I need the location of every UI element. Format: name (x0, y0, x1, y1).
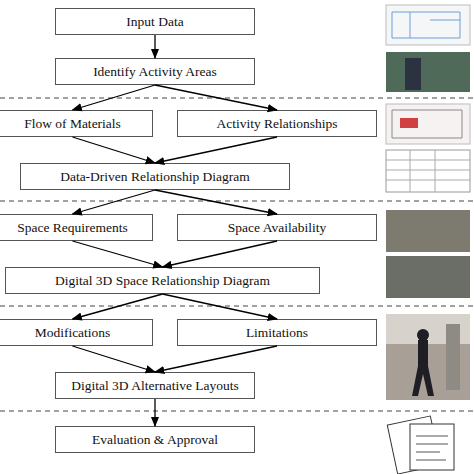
document-lines (416, 436, 448, 460)
flow-arrow (73, 294, 163, 319)
process-box: Space Requirements (0, 214, 153, 241)
flow-arrow (73, 137, 156, 163)
stage-separator (0, 201, 474, 202)
flow-plan-lines (392, 110, 462, 138)
process-box: Identify Activity Areas (55, 58, 255, 85)
floor-plan-lines (392, 12, 460, 38)
flow-plan-mark (400, 118, 418, 128)
box-label: Space Requirements (17, 220, 128, 236)
process-box: Input Data (55, 8, 255, 35)
flow-arrow (155, 346, 277, 372)
floor-plan-image (386, 5, 470, 45)
flow-arrow (154, 35, 155, 58)
box-label: Evaluation & Approval (92, 432, 218, 448)
document-icon (410, 424, 454, 470)
stage-separator (0, 98, 474, 99)
process-box: Activity Relationships (177, 110, 377, 137)
process-box: Limitations (177, 319, 377, 346)
flow-plan-image (386, 104, 470, 144)
flow-arrow (163, 294, 278, 319)
box-label: Modifications (35, 325, 111, 341)
stage-separator (0, 411, 474, 412)
vr-user-head (417, 329, 429, 341)
flow-arrow (73, 85, 156, 110)
flow-arrow (155, 190, 277, 214)
workshop-photo (386, 52, 470, 92)
vr-door (446, 324, 460, 390)
flow-arrow (73, 190, 156, 214)
process-box: Space Availability (177, 214, 377, 241)
box-label: Limitations (246, 325, 308, 341)
box-label: Digital 3D Space Relationship Diagram (55, 273, 270, 289)
flow-arrow (163, 241, 278, 267)
table-grid (386, 150, 470, 192)
shop-floor-photo (386, 210, 470, 252)
process-box: Data-Driven Relationship Diagram (20, 163, 290, 190)
flow-arrow (73, 346, 156, 372)
flow-arrow (73, 241, 163, 267)
process-box: Digital 3D Space Relationship Diagram (5, 267, 320, 294)
box-label: Data-Driven Relationship Diagram (60, 169, 250, 185)
flow-arrow (155, 137, 277, 163)
process-box: Flow of Materials (0, 110, 153, 137)
box-label: Input Data (126, 14, 183, 30)
box-label: Identify Activity Areas (93, 64, 217, 80)
box-label: Digital 3D Alternative Layouts (71, 378, 239, 394)
process-box: Modifications (0, 319, 153, 346)
box-label: Space Availability (228, 220, 326, 236)
box-label: Flow of Materials (24, 116, 121, 132)
stage-separators (0, 98, 474, 411)
vr-user-figure (412, 340, 434, 396)
photo-thumbnails (386, 5, 470, 474)
process-box: Evaluation & Approval (55, 426, 255, 453)
shop-floor-photo (386, 256, 470, 298)
process-box: Digital 3D Alternative Layouts (55, 372, 255, 399)
box-label: Activity Relationships (216, 116, 337, 132)
vr-user-photo (386, 314, 470, 400)
stage-separator (0, 306, 474, 307)
flow-arrow (154, 399, 155, 426)
flow-arrow (155, 85, 277, 110)
relationship-table-image (386, 150, 470, 192)
worker-figure (405, 58, 421, 90)
